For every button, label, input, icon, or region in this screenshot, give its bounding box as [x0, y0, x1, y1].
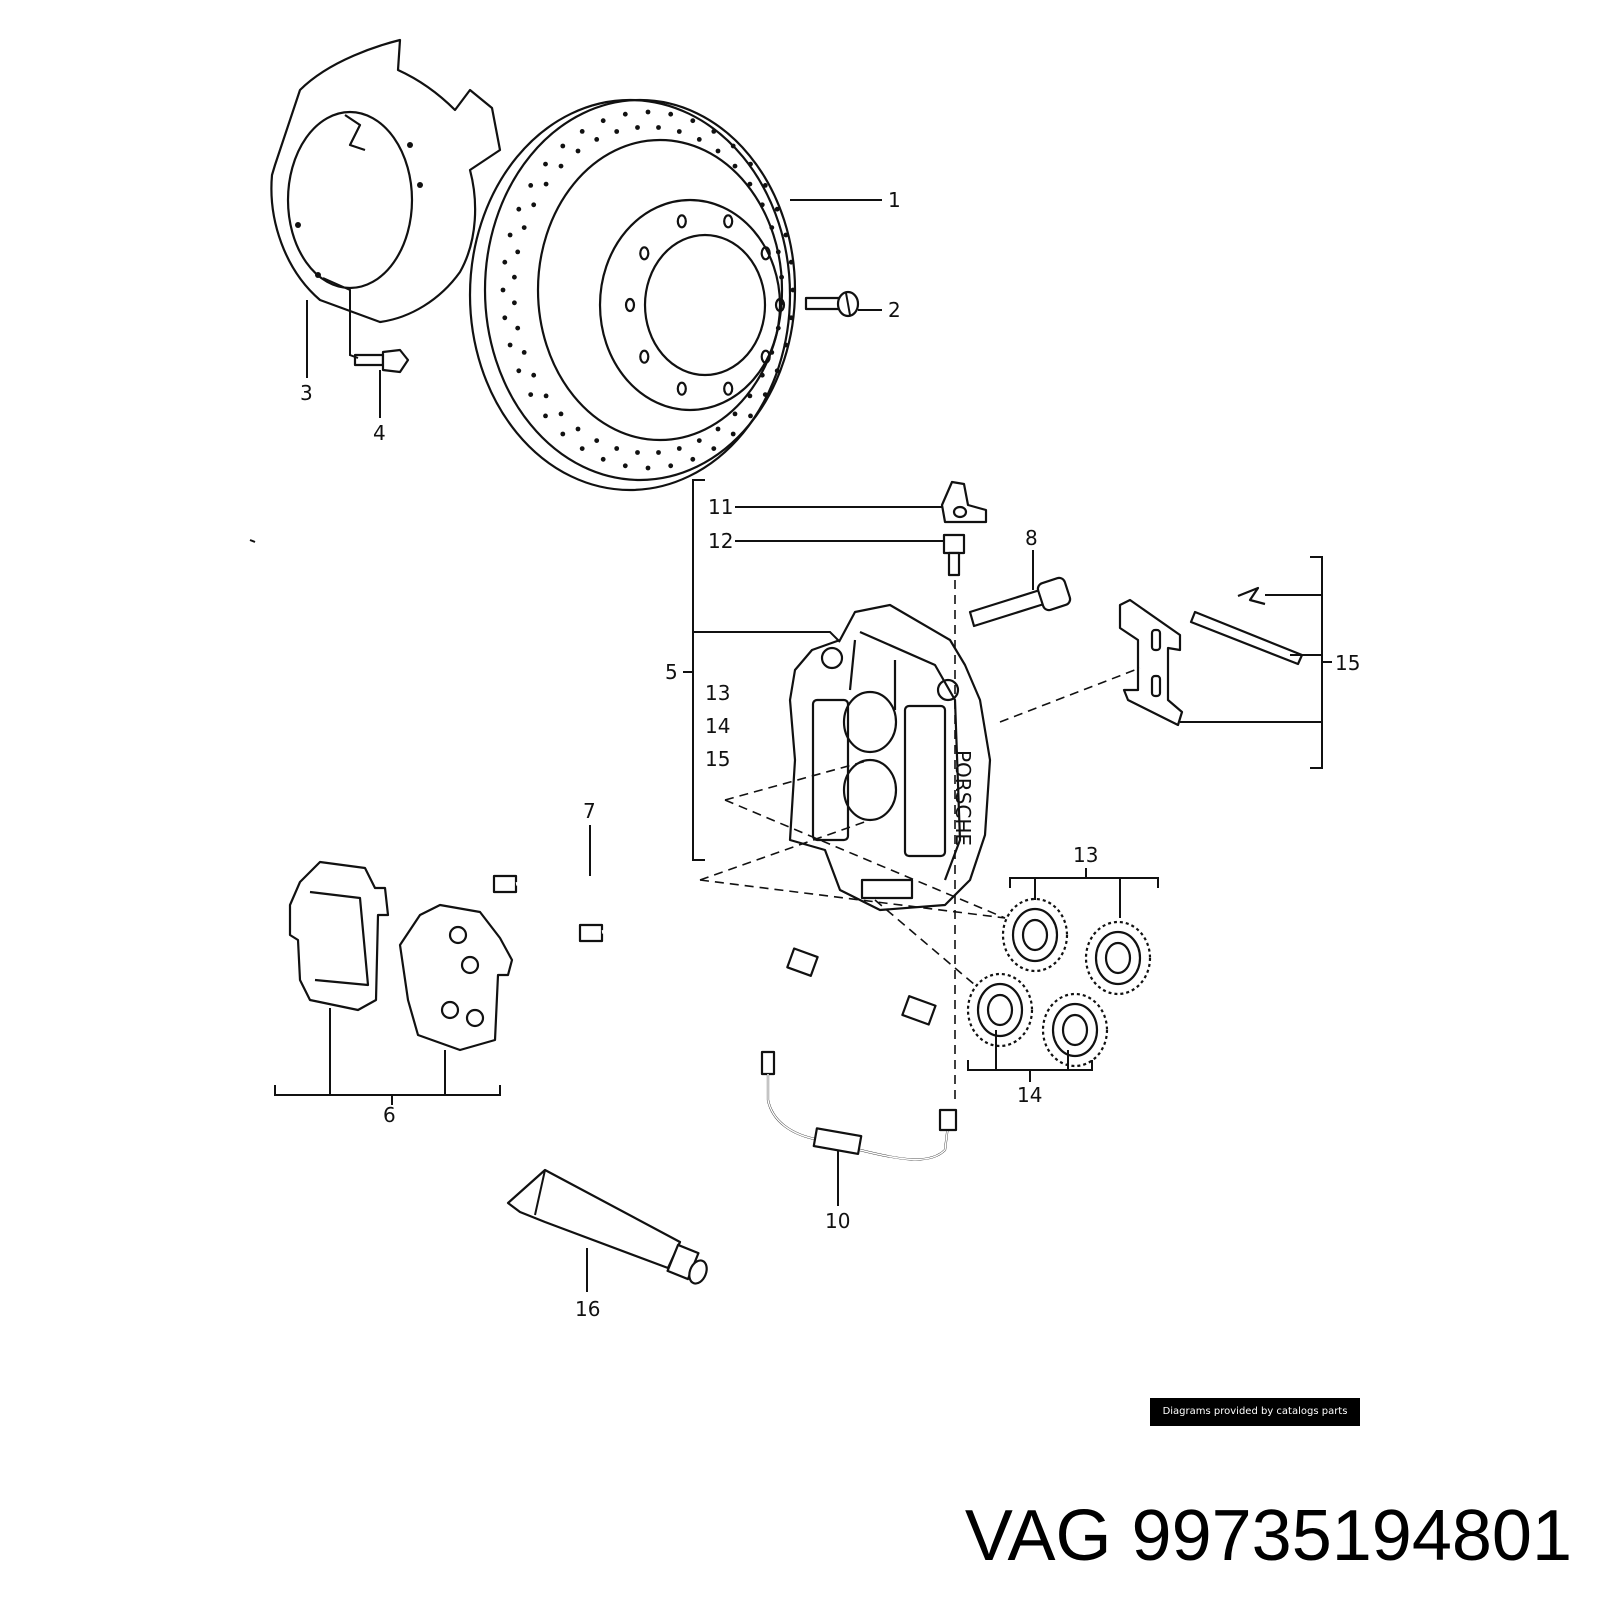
- dust-shield: [270, 38, 502, 324]
- callout-11: 11: [708, 495, 733, 519]
- callout-13: 13: [1073, 843, 1098, 867]
- callout-5: 5: [665, 660, 678, 684]
- brake-pad-outer: [288, 860, 390, 1012]
- callout-6: 6: [383, 1103, 396, 1127]
- callout-15: 15: [1335, 651, 1360, 675]
- pad-retaining-spring: [1118, 598, 1184, 727]
- callout-14: 14: [1017, 1083, 1042, 1107]
- brake-pad-inner: [398, 903, 514, 1052]
- disc-screw: [804, 290, 860, 318]
- callout-numbers: 1 2 3 4 5 6 7 8 10 11 12 13 14 15 13 14 …: [300, 188, 1360, 1321]
- callout-16: 16: [575, 1297, 600, 1321]
- part-reference-title: VAG 99735194801: [964, 1496, 1572, 1576]
- bleed-valve: [942, 533, 966, 577]
- grease-tube: [506, 1168, 708, 1285]
- callout-13-group: 13: [705, 681, 730, 705]
- wear-sensor: [492, 874, 937, 1026]
- brake-line: [760, 1050, 958, 1161]
- caliper-bolt: [968, 576, 1072, 628]
- assembly-guide-lines: [699, 580, 1141, 1105]
- callout-8: 8: [1025, 526, 1038, 550]
- brake-caliper: PORSCHE: [788, 603, 992, 912]
- callout-1: 1: [888, 188, 901, 212]
- leader-lines: [249, 199, 1332, 1292]
- pad-retaining-pin: [1189, 586, 1304, 666]
- callout-14-group: 14: [705, 714, 730, 738]
- callout-12: 12: [708, 529, 733, 553]
- callout-15-group: 15: [705, 747, 730, 771]
- brake-disc: [468, 98, 797, 492]
- callout-7: 7: [583, 799, 596, 823]
- piston-seal-set: [966, 897, 1152, 1068]
- callout-10: 10: [825, 1209, 850, 1233]
- callout-2: 2: [888, 298, 901, 322]
- shield-bolt: [353, 348, 410, 374]
- bleed-valve-cap: [940, 480, 988, 524]
- callout-4: 4: [373, 421, 386, 445]
- callout-3: 3: [300, 381, 313, 405]
- diagram-credit-badge: Diagrams provided by catalogs parts: [1150, 1398, 1360, 1426]
